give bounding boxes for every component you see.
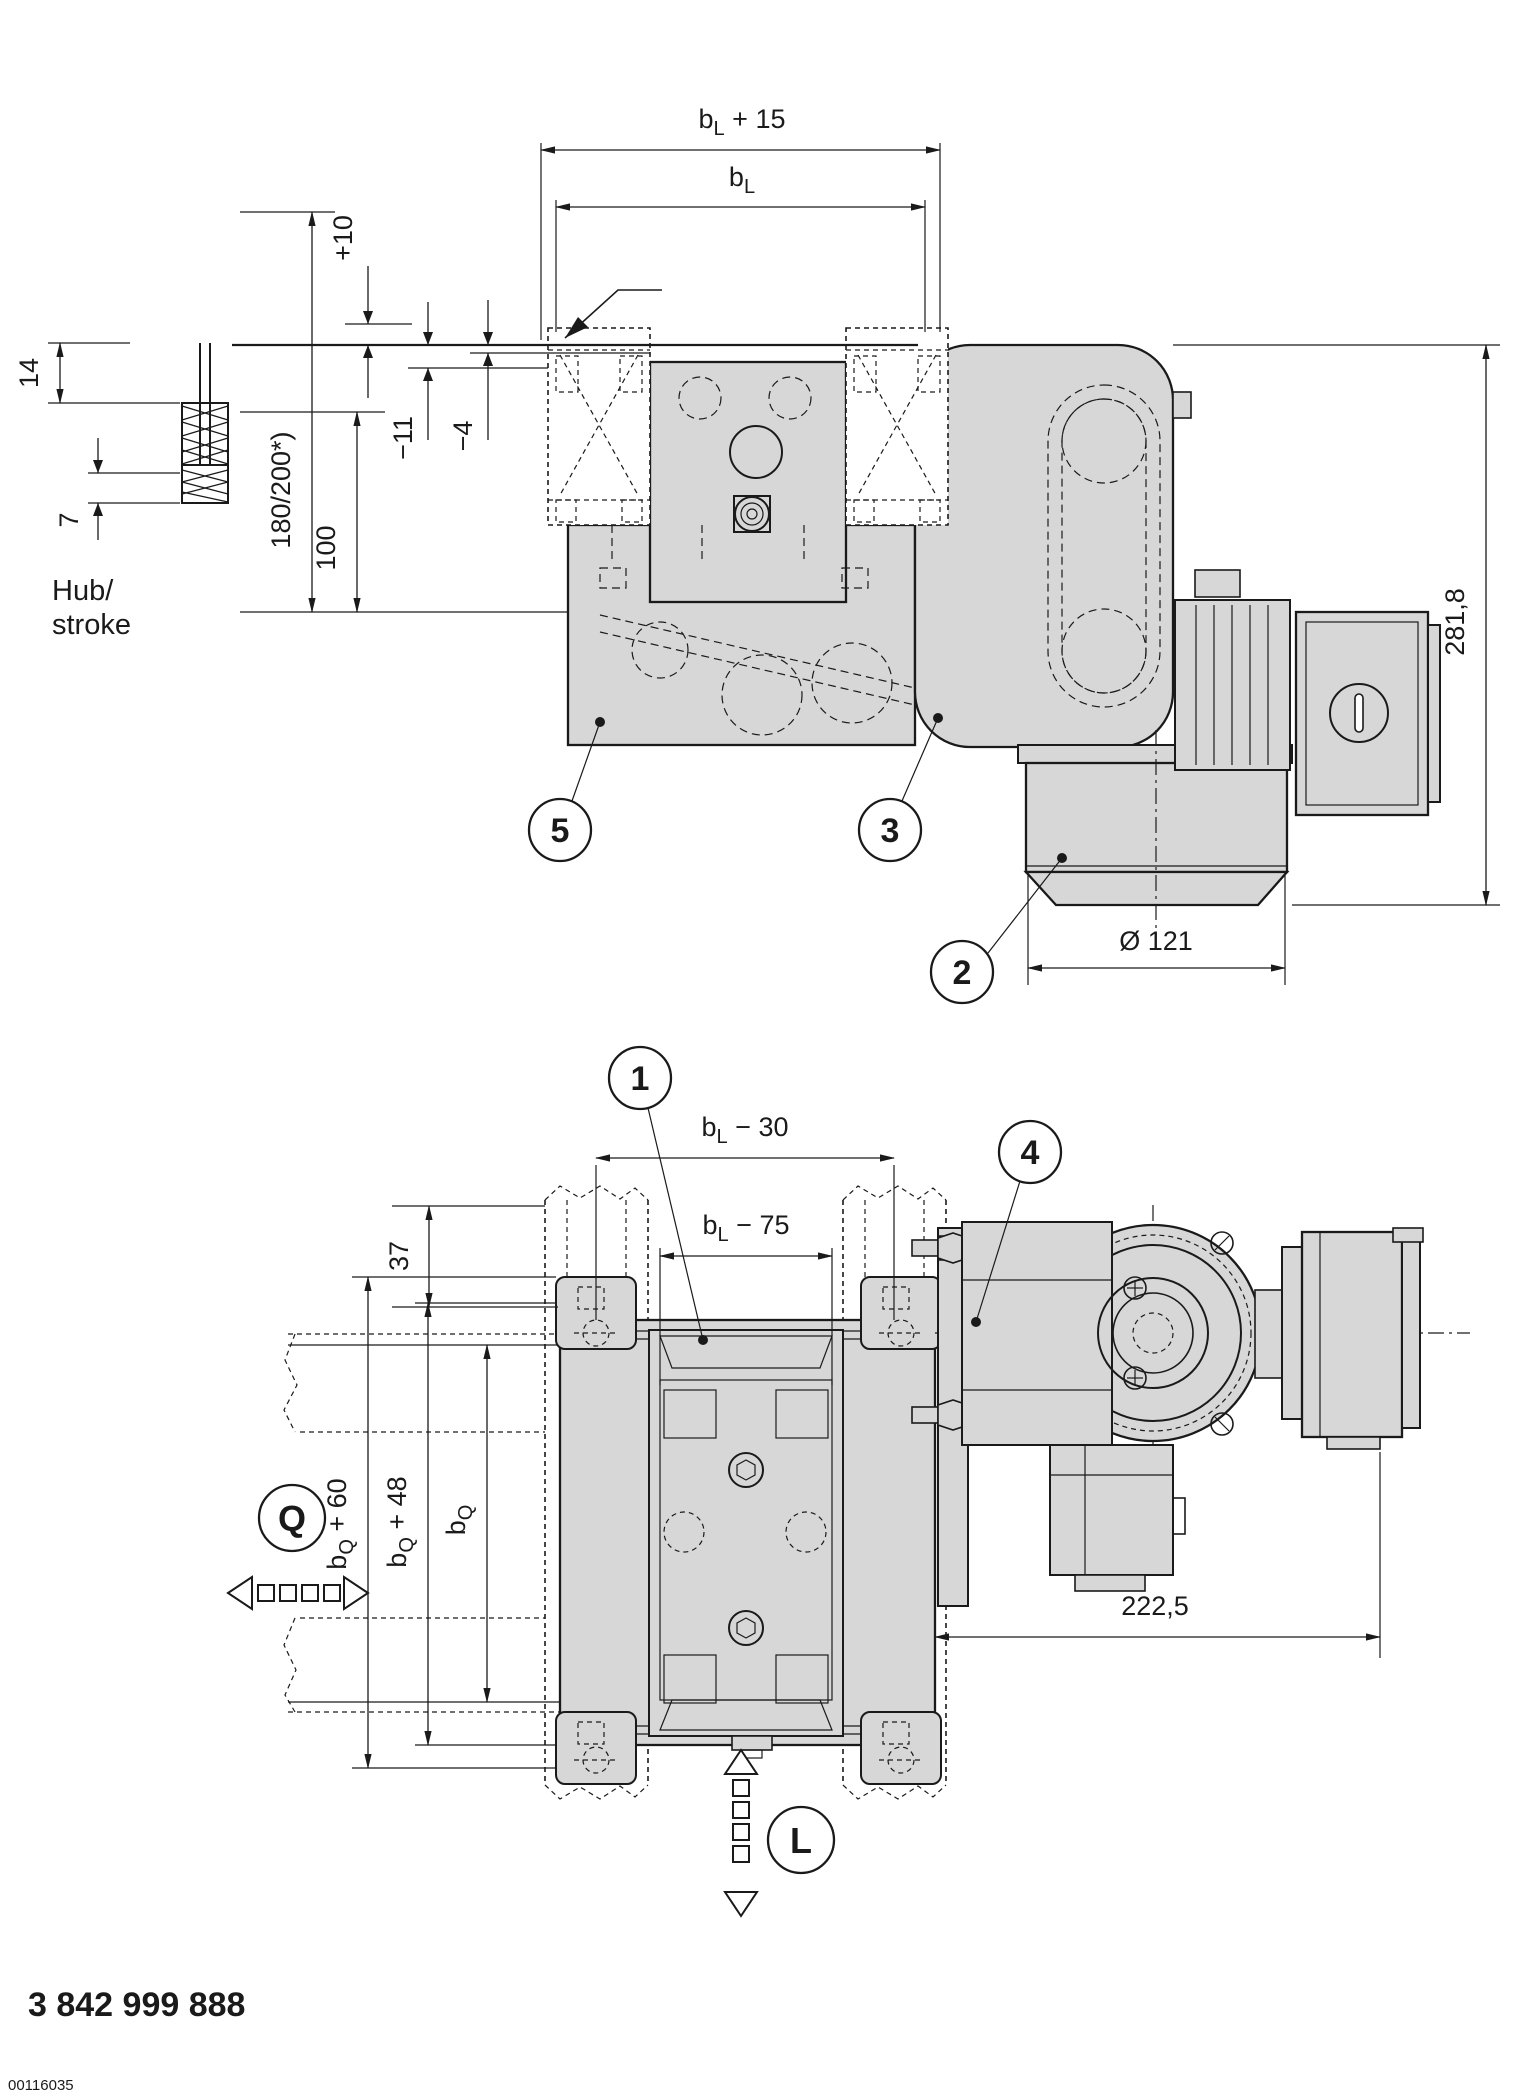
dim-label-d121: Ø 121	[1119, 926, 1193, 956]
belt-path-hidden	[1047, 384, 1161, 708]
dim-minus11: −11	[388, 302, 548, 460]
hub-stroke-label-line1: Hub/	[52, 575, 114, 607]
balloon-4-number: 4	[1021, 1134, 1040, 1172]
base-plate-hidden-details	[599, 525, 916, 736]
dim-bq: bQ	[441, 1344, 491, 1703]
top-view: bL + 15 bL 180/200*) 100 281,8 Ø 121	[14, 104, 1500, 1005]
dim-label-bl15: bL + 15	[699, 104, 786, 140]
junction-box-cover-screw	[1329, 683, 1389, 743]
transport-arrow-l-icon	[723, 1748, 759, 1918]
conveyor-rail-section-right	[845, 327, 949, 526]
conveyor-rail-section-left	[547, 327, 651, 526]
balloon-1-number: 1	[631, 1060, 650, 1098]
direction-l: L	[723, 1748, 836, 1918]
lift-unit-body	[566, 343, 1192, 749]
dim-label-bq48: bQ + 48	[382, 1476, 418, 1567]
dim-bl-plus-15: bL + 15	[540, 104, 941, 340]
dim-label-minus11: −11	[388, 416, 418, 460]
dim-label-bq: bQ	[441, 1505, 477, 1536]
dim-label-7: 7	[54, 512, 84, 527]
dim-label-minus4: −4	[448, 421, 478, 452]
dim-100: 100	[311, 411, 361, 613]
dim-label-100: 100	[311, 525, 341, 570]
dim-stroke-height: 180/200*)	[266, 211, 316, 613]
dim-label-2225: 222,5	[1121, 1591, 1189, 1621]
hatch-lower	[181, 469, 229, 503]
dim-bl-minus-75: bL − 75	[659, 1210, 833, 1385]
part-number: 3 842 999 888	[28, 1986, 245, 2024]
doc-number: 00116035	[8, 2077, 74, 2094]
dim-281: 281,8	[1440, 344, 1490, 906]
direction-l-letter: L	[790, 1820, 812, 1861]
bottom-view: bL − 30 bL − 75 37 bQ + 60 bQ + 48	[226, 1045, 1470, 1918]
stroke-detail: 14 7 Hub/ stroke	[14, 342, 229, 641]
reference-lines	[232, 211, 1500, 940]
dim-bl-minus-30: bL − 30	[595, 1112, 895, 1320]
balloon-3-number: 3	[881, 812, 900, 850]
clamp-bottom-left	[555, 1711, 637, 1785]
dim-2225: 222,5	[934, 1452, 1381, 1658]
dim-bl: bL	[555, 162, 926, 332]
balloon-5: 5	[527, 717, 605, 863]
balloon-5-number: 5	[551, 812, 570, 850]
dim-minus4: −4	[448, 300, 650, 451]
transverse-conveyor-lines	[283, 1333, 560, 1713]
dim-label-37: 37	[384, 1241, 414, 1271]
dim-37: 37	[384, 1205, 558, 1308]
dim-d121: Ø 121	[1027, 874, 1286, 985]
central-pulleys	[678, 376, 812, 533]
balloon-4: 4	[971, 1119, 1063, 1327]
dim-label-180-200: 180/200*)	[266, 431, 296, 548]
lift-carriage	[648, 1329, 844, 1759]
balloon-2: 2	[929, 853, 1067, 1005]
transport-arrow-q-icon	[226, 1575, 370, 1611]
clamp-top-right	[860, 1276, 942, 1350]
dim-label-bl: bL	[729, 162, 755, 198]
dim-label-bl30: bL − 30	[702, 1112, 789, 1148]
dim-plus10: +10	[328, 215, 412, 398]
dim-label-bq60: bQ + 60	[322, 1478, 358, 1569]
balloon-3: 3	[857, 713, 943, 863]
dim-bq-plus-60: bQ + 60	[322, 1276, 556, 1769]
gear-output-fins	[1174, 569, 1291, 771]
dim-label-281: 281,8	[1440, 588, 1470, 656]
hub-stroke-label-line2: stroke	[52, 609, 131, 641]
flange-screws	[1123, 1231, 1234, 1436]
direction-q: Q	[226, 1483, 370, 1611]
dim-label-bl75: bL − 75	[703, 1210, 790, 1246]
balloon-2-number: 2	[953, 954, 972, 992]
surface-leader-arrow	[564, 289, 662, 339]
drive-assembly-plan	[911, 1205, 1470, 1607]
dim-bq-plus-48: bQ + 48	[382, 1302, 556, 1746]
motor-plan	[1300, 1230, 1404, 1439]
dim-label-14: 14	[14, 358, 44, 388]
hatch-upper	[181, 405, 229, 465]
clamp-bottom-right	[860, 1711, 942, 1785]
balloon-1: 1	[607, 1045, 708, 1345]
direction-q-letter: Q	[278, 1498, 306, 1539]
junction-box	[1294, 610, 1441, 817]
dim-label-plus10: +10	[328, 215, 358, 261]
corner-clamps	[555, 1276, 942, 1785]
dim-7: 7	[54, 438, 180, 540]
dim-14: 14	[14, 342, 180, 404]
